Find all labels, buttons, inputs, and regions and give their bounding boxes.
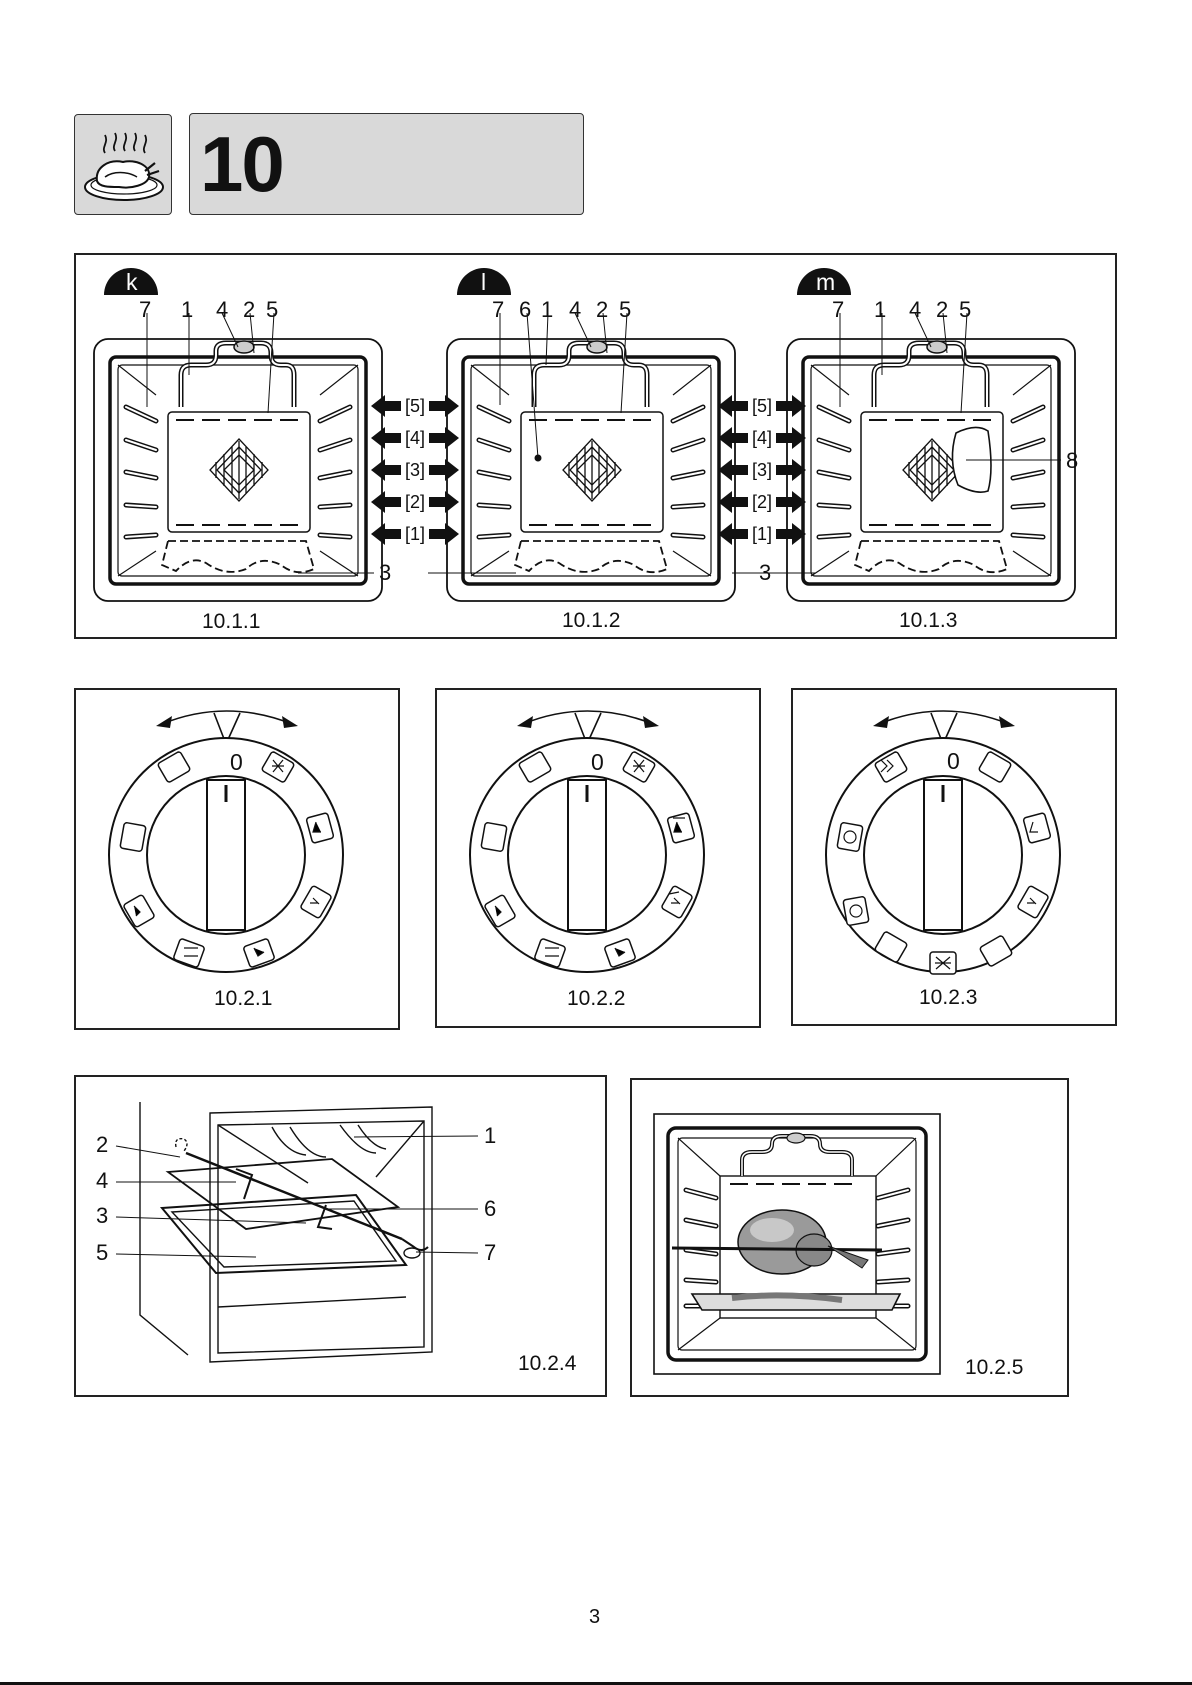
- oven-1-label-5: 5: [266, 297, 278, 323]
- caption-10-2-1: 10.2.1: [214, 987, 272, 1011]
- function-knob-1[interactable]: [76, 690, 398, 1028]
- shelf-level-4-right: [4]: [752, 428, 772, 449]
- oven-2-label-5: 5: [619, 297, 631, 323]
- oven-2-label-2: 2: [596, 297, 608, 323]
- oven-1-label-2: 2: [243, 297, 255, 323]
- rotisserie-kit-drawing: [76, 1077, 605, 1395]
- oven-3-label-3: 3: [759, 560, 771, 586]
- rotisserie-label-6: 6: [484, 1196, 496, 1222]
- oven-3-label-7: 7: [832, 297, 844, 323]
- shelf-level-2-left: [2]: [405, 492, 425, 513]
- oven-2-label-4: 4: [569, 297, 581, 323]
- caption-10-2-3: 10.2.3: [919, 986, 977, 1010]
- oven-1-label-3: 3: [379, 560, 391, 586]
- knob-3-zero-label: 0: [947, 748, 960, 775]
- caption-10-2-5: 10.2.5: [965, 1356, 1023, 1380]
- oven-2-label-1: 1: [541, 297, 553, 323]
- knob-panel-2: 0 10.2.2: [435, 688, 761, 1028]
- oven-1-label-4: 4: [216, 297, 228, 323]
- rotisserie-label-3: 3: [96, 1203, 108, 1229]
- rotisserie-label-2: 2: [96, 1132, 108, 1158]
- shelf-level-1-right: [1]: [752, 524, 772, 545]
- rotisserie-oven-panel: 10.2.5: [630, 1078, 1069, 1397]
- caption-10-1-3: 10.1.3: [899, 609, 957, 633]
- shelf-level-4-left: [4]: [405, 428, 425, 449]
- knob-1-zero-label: 0: [230, 749, 243, 776]
- rotisserie-label-7: 7: [484, 1240, 496, 1266]
- section-number: 10: [200, 119, 283, 210]
- caption-10-1-2: 10.1.2: [562, 609, 620, 633]
- oven-3-label-4: 4: [909, 297, 921, 323]
- shelf-level-3-left: [3]: [405, 460, 425, 481]
- knob-panel-1: 0 10.2.1: [74, 688, 400, 1030]
- oven-badge-k: k: [126, 269, 138, 296]
- oven-3-label-8: 8: [1066, 448, 1078, 474]
- oven-1-label-7: 7: [139, 297, 151, 323]
- oven-3-label-1: 1: [874, 297, 886, 323]
- caption-10-2-4: 10.2.4: [518, 1352, 576, 1376]
- oven-2-label-6: 6: [519, 297, 531, 323]
- section-title-box: 10: [189, 113, 584, 215]
- knob-2-zero-label: 0: [591, 749, 604, 776]
- oven-2-label-7: 7: [492, 297, 504, 323]
- rotisserie-label-4: 4: [96, 1168, 108, 1194]
- shelf-level-3-right: [3]: [752, 460, 772, 481]
- rotisserie-label-1: 1: [484, 1123, 496, 1149]
- rotisserie-label-5: 5: [96, 1240, 108, 1266]
- caption-10-2-2: 10.2.2: [567, 987, 625, 1011]
- oven-badge-l: l: [481, 269, 486, 296]
- page-number: 3: [589, 1606, 600, 1629]
- oven-3-label-2: 2: [936, 297, 948, 323]
- shelf-level-5-right: [5]: [752, 396, 772, 417]
- shelf-level-1-left: [1]: [405, 524, 425, 545]
- oven-types-panel: k l m 7 1 4 2 5 3 7 6 1 4 2 5 7 1 4 2 5 …: [74, 253, 1117, 639]
- shelf-level-2-right: [2]: [752, 492, 772, 513]
- knob-panel-3: 0 10.2.3: [791, 688, 1117, 1026]
- oven-badge-m: m: [816, 269, 835, 296]
- oven-3-label-5: 5: [959, 297, 971, 323]
- shelf-level-5-left: [5]: [405, 396, 425, 417]
- section-icon-box: [74, 114, 172, 215]
- caption-10-1-1: 10.1.1: [202, 610, 260, 634]
- function-knob-2[interactable]: [437, 690, 759, 1026]
- roast-chicken-icon: [75, 115, 170, 213]
- oven-cavity-k: [94, 339, 382, 601]
- rotisserie-kit-panel: 2 4 3 5 1 6 7 10.2.4: [74, 1075, 607, 1397]
- oven-1-label-1: 1: [181, 297, 193, 323]
- function-knob-3[interactable]: [793, 690, 1115, 1024]
- rotisserie-oven-drawing: [632, 1080, 1067, 1395]
